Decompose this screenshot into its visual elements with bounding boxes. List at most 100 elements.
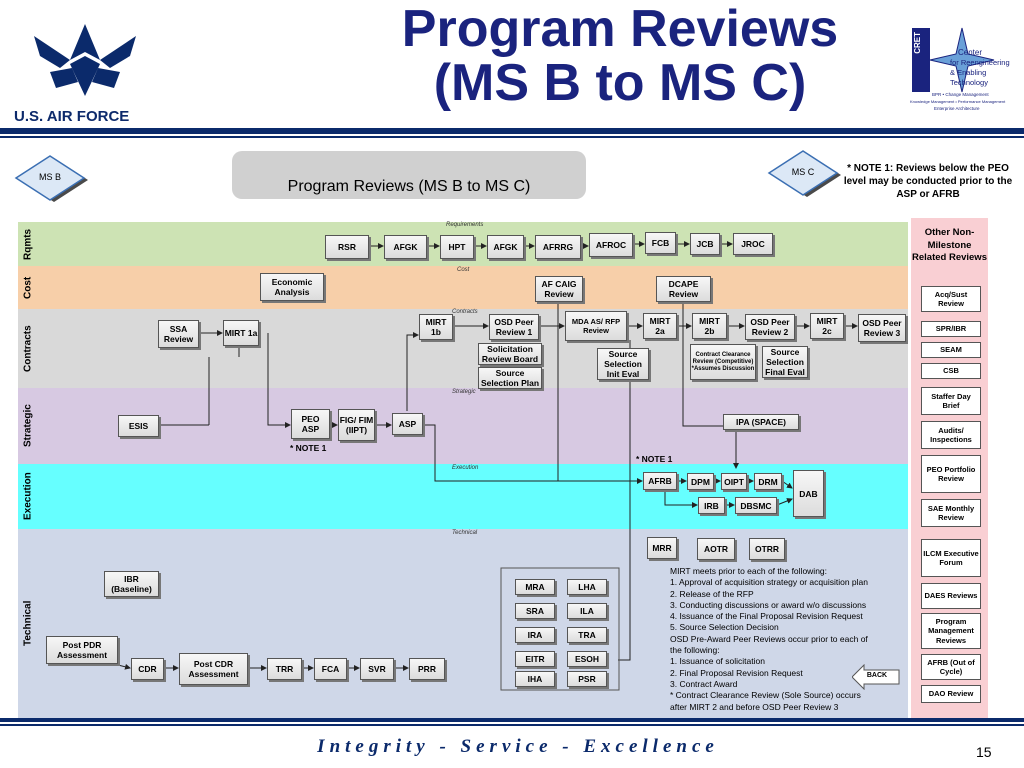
node-mirt-1b: MIRT 1b <box>419 314 453 340</box>
node-lha: LHA <box>567 579 607 595</box>
ms-b-diamond: MS B <box>10 155 90 205</box>
page-number: 15 <box>976 744 992 760</box>
node-osd-peer-review-1: OSD Peer Review 1 <box>489 314 539 340</box>
mirt-note-line: the following: <box>670 645 720 656</box>
node-ssa-review: SSA Review <box>158 320 199 348</box>
node-drm: DRM <box>754 473 782 490</box>
cret-line-6: Knowledge Management • Performance Manag… <box>910 99 1006 104</box>
back-label[interactable]: BACK <box>866 672 888 679</box>
side-item: ILCM Executive Forum <box>921 539 981 577</box>
node-post-cdr-assessment: Post CDR Assessment <box>179 653 248 685</box>
footer-motto: Integrity - Service - Excellence <box>317 736 719 757</box>
node-prr: PRR <box>409 658 445 680</box>
side-item: SPR/IBR <box>921 321 981 337</box>
node-peo-asp: PEO ASP <box>291 409 330 439</box>
cret-line-3: & Enabling <box>950 68 987 77</box>
mirt-note-line: MIRT meets prior to each of the followin… <box>670 566 828 576</box>
node-mrr: MRR <box>647 537 677 559</box>
node-fig-fim-iipt: FIG/ FIM (IIPT) <box>338 409 375 441</box>
node-ira: IRA <box>515 627 555 643</box>
node-eitr: EITR <box>515 651 555 667</box>
node-esis: ESIS <box>118 415 159 437</box>
node-afgk-2: AFGK <box>487 235 524 259</box>
mirt-notes: MIRT meets prior to each of the followin… <box>670 566 908 713</box>
back-button[interactable] <box>851 663 900 691</box>
node-afrb: AFRB <box>643 472 677 490</box>
node-ibr-baseline: IBR (Baseline) <box>104 571 159 597</box>
node-mirt-2b: MIRT 2b <box>692 313 727 339</box>
node-afrrg: AFRRG <box>535 235 581 259</box>
page-title: Program Reviews (MS B to MS C) <box>290 2 950 110</box>
lane-tag-strategic: Strategic <box>452 389 476 395</box>
cret-logo: CRET Center for Reengineering & Enabling… <box>910 24 1014 124</box>
node-fcb: FCB <box>645 232 676 254</box>
node-dpm: DPM <box>687 473 714 490</box>
title-line-1: Program Reviews <box>401 0 839 58</box>
mirt-note-line: * Contract Clearance Review (Sole Source… <box>670 690 861 701</box>
node-svr: SVR <box>360 658 394 680</box>
node-hpt: HPT <box>440 235 474 259</box>
side-item: PEO Portfolio Review <box>921 455 981 493</box>
node-aotr: AOTR <box>697 538 735 560</box>
node-osd-peer-review-3: OSD Peer Review 3 <box>858 314 906 342</box>
node-rsr: RSR <box>325 235 369 259</box>
node-cdr: CDR <box>131 658 164 680</box>
node-trr: TRR <box>267 658 302 680</box>
air-force-logo <box>30 16 140 102</box>
side-item: Acq/Sust Review <box>921 286 981 312</box>
node-mirt-2a: MIRT 2a <box>643 313 677 339</box>
side-item: Staffer Day Brief <box>921 387 981 415</box>
node-osd-peer-review-2: OSD Peer Review 2 <box>745 314 795 340</box>
cret-line-1: Center <box>958 48 983 57</box>
strategic-note-1: * NOTE 1 <box>290 443 327 453</box>
node-post-pdr-assessment: Post PDR Assessment <box>46 636 118 664</box>
node-mirt-1a: MIRT 1a <box>223 320 259 346</box>
side-item: AFRB (Out of Cycle) <box>921 654 981 680</box>
node-solicitation-review-board: Solicitation Review Board <box>478 343 542 365</box>
side-item: DAO Review <box>921 685 981 703</box>
header-rule-thin <box>0 136 1024 138</box>
node-af-caig-review: AF CAIG Review <box>535 276 583 302</box>
lane-tag-technical: Technical <box>452 530 478 536</box>
mirt-note-line: 3. Contract Award <box>670 678 738 689</box>
mirt-note-line: after MIRT 2 and before OSD Peer Review … <box>670 701 839 712</box>
node-mda-as-rfp-review: MDA AS/ RFP Review <box>565 311 627 341</box>
lane-cost <box>18 266 908 309</box>
node-psr: PSR <box>567 671 607 687</box>
node-oipt: OIPT <box>721 473 747 490</box>
node-asp: ASP <box>392 413 423 435</box>
footer-rule-thin <box>0 724 1024 726</box>
ms-b-label: MS B <box>38 172 61 182</box>
side-item: SAE Monthly Review <box>921 499 981 527</box>
node-dbsmc: DBSMC <box>735 497 777 514</box>
side-item: CSB <box>921 363 981 379</box>
lane-tag-contracts: Contracts <box>452 309 478 315</box>
lane-tag-cost: Cost <box>457 267 470 273</box>
side-item: DAES Reviews <box>921 583 981 609</box>
node-source-selection-final-eval: Source Selection Final Eval <box>762 346 808 378</box>
node-jroc: JROC <box>733 233 773 255</box>
lane-technical <box>18 529 908 718</box>
mirt-note-line: 2. Final Proposal Revision Request <box>670 667 803 678</box>
title-line-2: (MS B to MS C) <box>433 54 807 112</box>
footer-rule <box>0 718 1024 722</box>
mirt-note-line: 2. Release of the RFP <box>670 588 754 599</box>
node-fca: FCA <box>314 658 347 680</box>
node-sra: SRA <box>515 603 555 619</box>
lane-tag-requirements: Requirements <box>446 222 484 228</box>
subtitle-box: Program Reviews (MS B to MS C) <box>232 151 586 199</box>
ms-c-diamond: MS C <box>763 150 843 200</box>
node-dcape-review: DCAPE Review <box>656 276 711 302</box>
node-contract-clearance-review: Contract Clearance Review (Competitive) … <box>690 344 756 380</box>
side-item: Program Management Reviews <box>921 613 981 649</box>
node-otrr: OTRR <box>749 538 785 560</box>
node-dab: DAB <box>793 470 824 517</box>
node-source-selection-plan: Source Selection Plan <box>478 367 542 389</box>
node-ila: ILA <box>567 603 607 619</box>
node-afroc: AFROC <box>589 233 633 257</box>
ms-c-label: MS C <box>791 167 815 177</box>
mirt-note-line: OSD Pre-Award Peer Reviews occur prior t… <box>670 633 868 644</box>
cret-line-5: BPR • Change Management <box>932 92 989 97</box>
node-iha: IHA <box>515 671 555 687</box>
